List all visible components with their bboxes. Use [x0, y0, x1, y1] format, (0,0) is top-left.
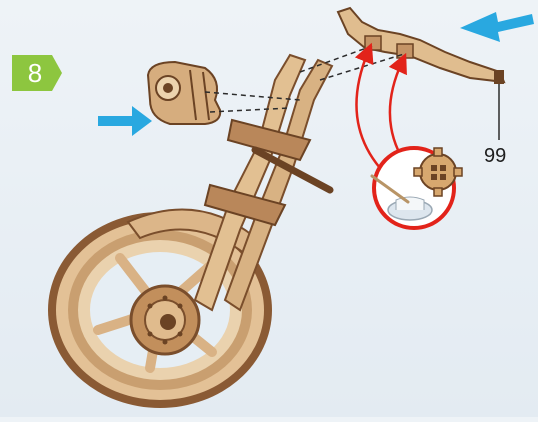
insert-direction-arrow-icon: [460, 12, 534, 42]
step-number: 8: [20, 57, 50, 89]
handlebar-part-99: [338, 8, 504, 84]
insert-direction-arrow-icon: [98, 106, 152, 136]
glue-detail-magnifier-icon: [372, 148, 462, 228]
step-badge: 8: [12, 55, 64, 91]
part-number-label: 99: [484, 145, 506, 168]
